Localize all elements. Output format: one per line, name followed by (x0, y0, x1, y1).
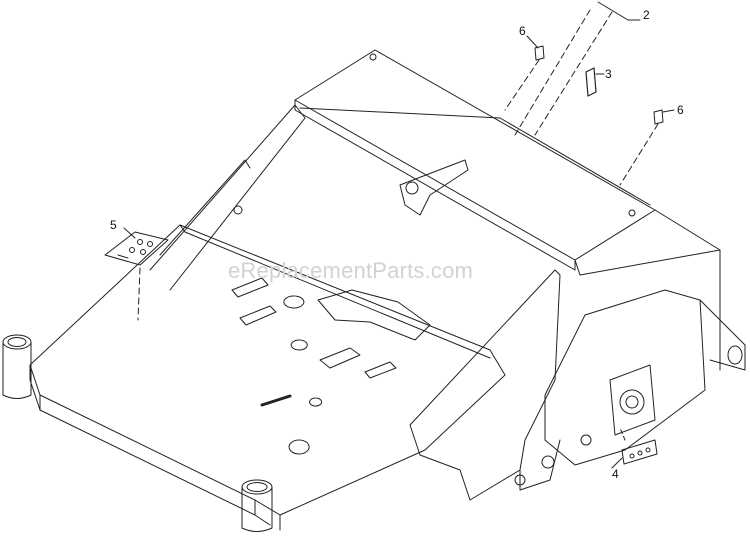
right-side-plate (409, 269, 561, 501)
left-side-rail (149, 104, 306, 291)
callout-3: 3 (605, 67, 612, 81)
callout-6-upper: 6 (519, 24, 526, 38)
part-6-plug-right (619, 109, 675, 186)
deck-plate (29, 224, 506, 531)
part-6-plug-upper (504, 35, 545, 111)
callout-6-right: 6 (677, 103, 684, 117)
left-roller-post (2, 334, 32, 399)
callout-2: 2 (643, 8, 650, 22)
part-3-clip (585, 67, 605, 97)
part-4-decal (611, 427, 658, 469)
part-5-decal-plate (104, 227, 169, 321)
front-roller-post (241, 479, 273, 532)
gear-housing (544, 289, 746, 466)
rear-housing (294, 49, 721, 371)
callout-4: 4 (612, 467, 619, 481)
callout-5: 5 (110, 218, 117, 232)
part-2-leader (514, 1, 641, 136)
